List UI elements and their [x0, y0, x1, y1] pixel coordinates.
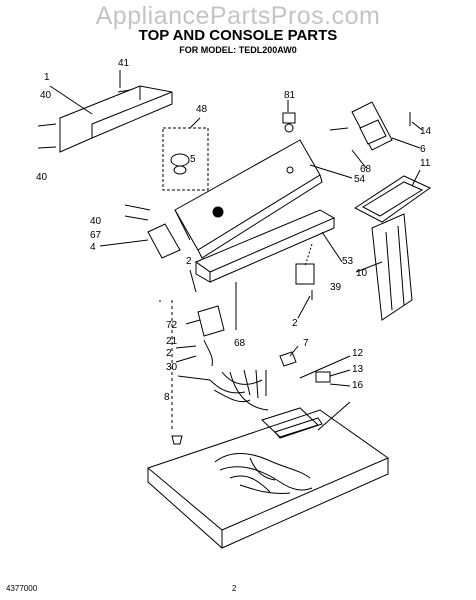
- callout-8: 8: [164, 392, 170, 403]
- lint-cover: [354, 175, 431, 223]
- callout-67: 67: [90, 230, 102, 241]
- callout-41: 41: [118, 58, 130, 69]
- callout-13: 13: [352, 364, 364, 375]
- callout-48: 48: [196, 104, 208, 115]
- callout-5: 5: [190, 154, 196, 165]
- callout-2: 2: [186, 256, 192, 267]
- endcap-left: [147, 223, 181, 259]
- callout-7: 7: [303, 338, 309, 349]
- callout-2: 2: [292, 318, 298, 329]
- callout-12: 12: [352, 348, 364, 359]
- lint-housing: [371, 213, 413, 321]
- callout-81: 81: [284, 90, 296, 101]
- watermark: AppliancePartsPros.com: [95, 2, 381, 30]
- callout-21: 21: [166, 336, 178, 347]
- callout-39: 39: [330, 282, 342, 293]
- callout-72: 72: [166, 320, 178, 331]
- callout-10: 10: [356, 268, 368, 279]
- callout-68: 68: [234, 338, 246, 349]
- callout-40: 40: [90, 216, 102, 227]
- callout-4: 4: [90, 242, 96, 253]
- page-title: TOP AND CONSOLE PARTS: [138, 27, 338, 44]
- page-number: 2: [232, 584, 237, 593]
- callout-68: 68: [360, 164, 372, 175]
- callout-labels: 4140401485811466811544067453103927221268…: [36, 58, 432, 403]
- callout-14: 14: [420, 126, 432, 137]
- callout-11: 11: [420, 158, 431, 169]
- model-subtitle: FOR MODEL: TEDL200AW0: [179, 45, 297, 55]
- callout-1: 1: [44, 72, 50, 83]
- document-number: 4377000: [6, 584, 38, 593]
- callout-40: 40: [40, 90, 52, 101]
- top-panel: [146, 409, 390, 531]
- callout-16: 16: [352, 380, 364, 391]
- callout-40: 40: [36, 172, 48, 183]
- callout-6: 6: [420, 144, 426, 155]
- callout-30: 30: [166, 362, 178, 373]
- console-bracket: [59, 85, 173, 153]
- callout-2: 2: [166, 348, 172, 359]
- callout-54: 54: [354, 174, 366, 185]
- callout-53: 53: [342, 256, 354, 267]
